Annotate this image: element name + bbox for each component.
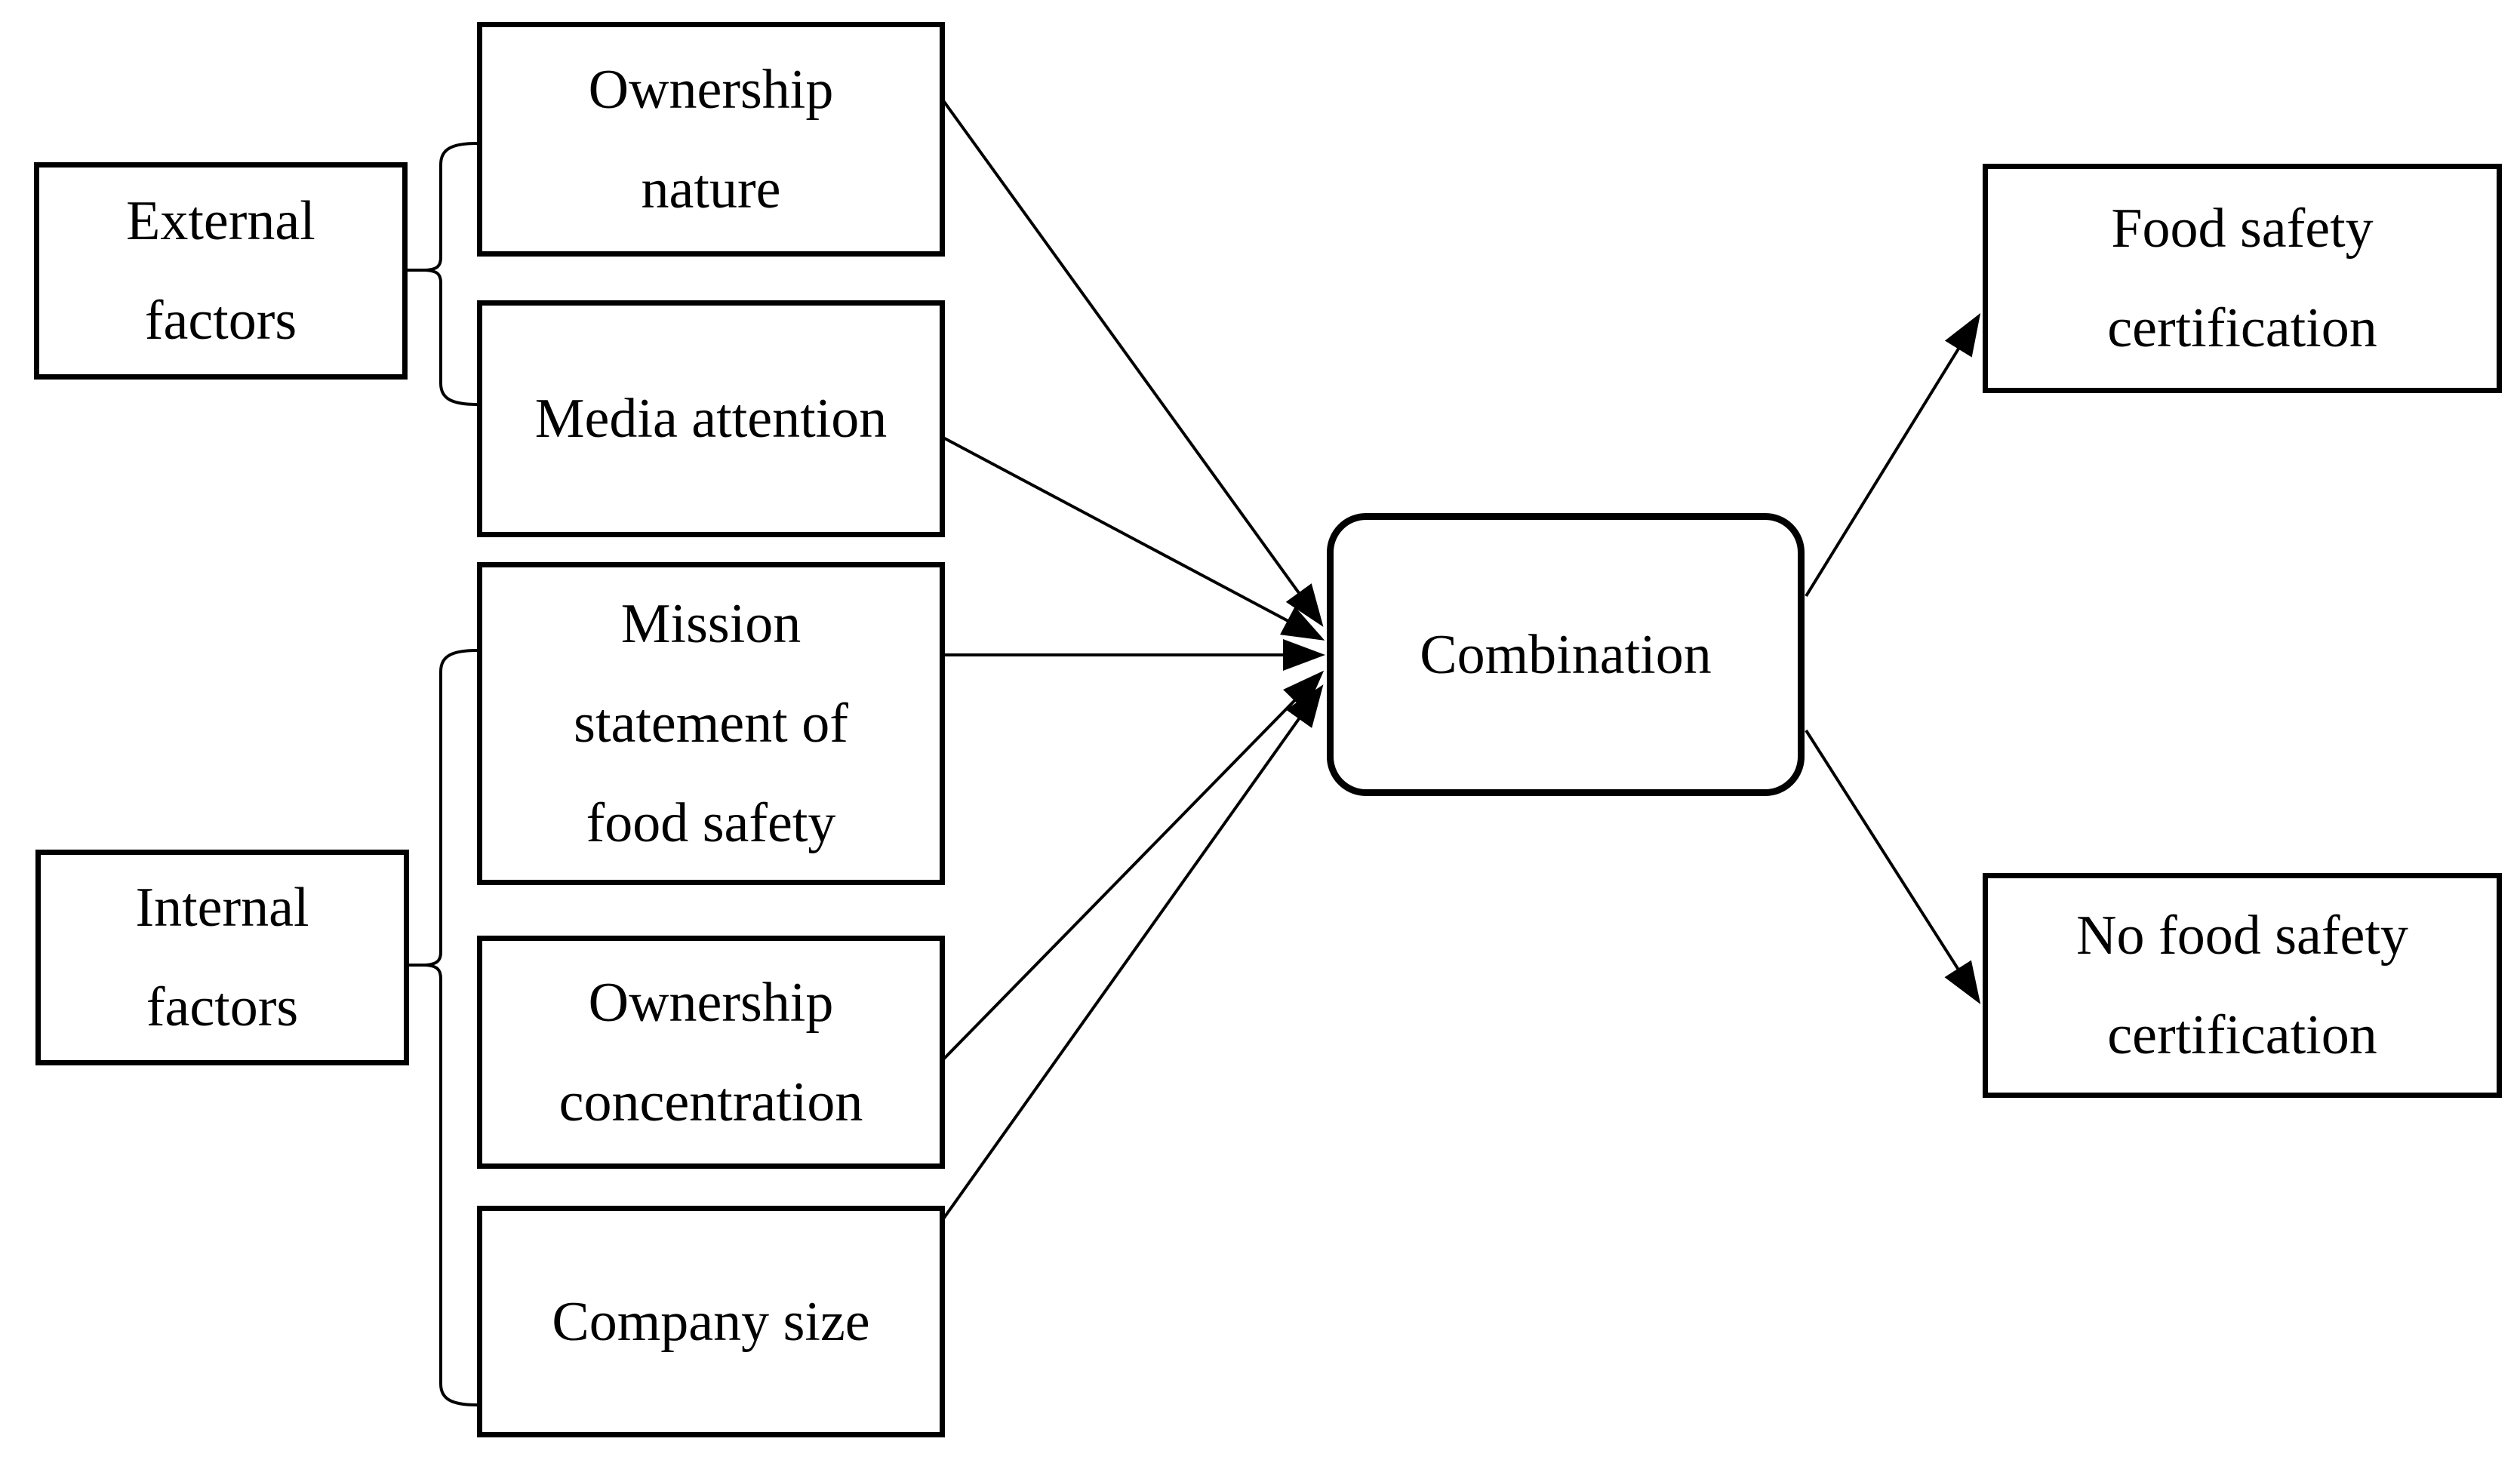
edge-ownership-concentration-to-combination <box>939 670 1325 1064</box>
node-internal-factors: Internal factors <box>35 850 409 1065</box>
node-company-size: Company size <box>477 1206 945 1437</box>
arrow-combination-to-no-food-safety-certification <box>1805 729 1981 1005</box>
node-label-line: statement of <box>574 693 848 755</box>
node-label-line: Company size <box>552 1290 870 1353</box>
node-label-line: factors <box>146 976 299 1038</box>
node-label-line: certification <box>2107 297 2377 359</box>
node-label-line: External <box>126 190 315 252</box>
internal-factors-brace <box>425 649 478 1406</box>
edge-company-size-to-combination <box>940 684 1324 1222</box>
node-label-line: Food safety <box>2111 198 2374 260</box>
external-factors-brace <box>425 142 478 406</box>
node-label-line: Media attention <box>534 388 888 450</box>
arrow-combination-to-food-safety-certification <box>1805 312 1981 598</box>
node-label-line: factors <box>144 290 297 352</box>
node-combination: Combination <box>1327 513 1805 796</box>
edge-ownership-nature-to-combination <box>939 95 1324 627</box>
node-ownership-concentration: Ownership concentration <box>477 936 945 1169</box>
node-label-line: food safety <box>586 792 836 854</box>
node-label-line: certification <box>2107 1004 2377 1066</box>
node-label-line: nature <box>641 158 781 220</box>
node-label-line: concentration <box>558 1071 863 1133</box>
node-no-food-safety-certification: No food safety certification <box>1983 873 2502 1098</box>
node-label-line: Internal <box>135 877 309 939</box>
node-food-safety-certification: Food safety certification <box>1983 164 2502 393</box>
node-media-attention: Media attention <box>477 300 945 537</box>
node-ownership-nature: Ownership nature <box>477 22 945 257</box>
edge-media-attention-to-combination <box>940 435 1325 641</box>
node-label-line: Ownership <box>588 971 834 1034</box>
node-label-line: Mission <box>620 593 802 655</box>
node-mission-statement: Mission statement of food safety <box>477 562 945 885</box>
node-external-factors: External factors <box>34 162 408 380</box>
node-label-line: Ownership <box>588 58 834 121</box>
node-label-line: No food safety <box>2076 905 2408 967</box>
node-label-line: Combination <box>1420 623 1712 686</box>
